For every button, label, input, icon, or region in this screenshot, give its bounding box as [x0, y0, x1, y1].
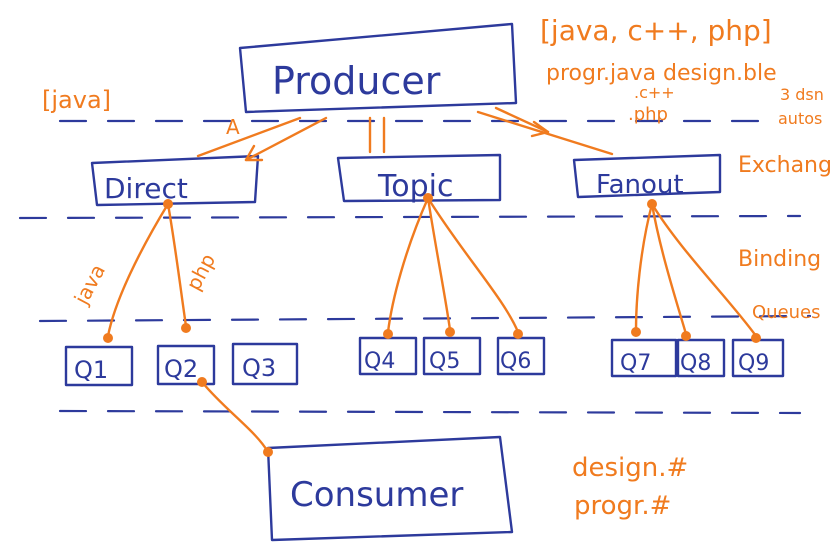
layer-label-exchanges: Exchanges	[738, 153, 831, 178]
queue-q5: Q5	[422, 336, 482, 376]
consumer-connection	[197, 377, 273, 457]
svg-text:Q1: Q1	[74, 356, 108, 384]
binding-lines	[103, 193, 761, 343]
binding-topic-q6	[426, 196, 520, 334]
fanout-label: Fanout	[596, 170, 684, 200]
queue-q8: Q8	[676, 338, 726, 378]
producer-to-direct-arrow	[244, 116, 328, 162]
queue-q9: Q9	[731, 338, 785, 378]
separator-bottom	[58, 409, 802, 415]
layer-labels: Exchanges Binding Queues	[738, 153, 831, 323]
producer-to-fanout-arrow	[494, 106, 550, 134]
binding-key-java: java	[69, 260, 110, 309]
consumer-keys-line-1: design.#	[572, 453, 688, 483]
direct-box	[90, 154, 260, 207]
producer-to-direct-line	[196, 116, 302, 158]
producer-node: Producer	[238, 22, 518, 114]
separator-queues	[38, 314, 812, 323]
consumer-box	[266, 435, 514, 542]
key-list-note: [java, c++, php]	[540, 14, 772, 47]
svg-text:Q9: Q9	[738, 351, 769, 376]
routing-keys-line-1: progr.java design.ble	[546, 61, 777, 86]
svg-text:Q4: Q4	[364, 349, 395, 374]
binding-fanout-q7	[634, 202, 654, 332]
consumer-label: Consumer	[290, 475, 463, 515]
fanout-box	[572, 153, 722, 199]
consumer-node: Consumer	[266, 435, 514, 542]
svg-text:Q7: Q7	[620, 351, 651, 376]
producer-box	[238, 22, 518, 114]
arrow-head-fanout	[530, 120, 550, 138]
routing-keys-line-3: .php	[628, 104, 668, 125]
topic-box	[336, 153, 502, 203]
exchange-topic: Topic	[336, 153, 502, 204]
q2-to-consumer-line	[200, 380, 270, 454]
producer-label: Producer	[272, 59, 441, 103]
queue-q2: Q2	[156, 344, 216, 386]
java-key-note: [java]	[42, 86, 111, 114]
binding-key-php: php	[181, 249, 220, 294]
producer-connections	[196, 106, 614, 162]
separator-exchanges	[18, 214, 802, 220]
svg-text:Q3: Q3	[242, 354, 276, 382]
svg-text:Q6: Q6	[500, 349, 531, 374]
annotations: [java] A [java, c++, php] progr.java des…	[42, 14, 824, 521]
exchange-fanout: Fanout	[572, 153, 722, 200]
queues: Q1 Q2 Q3 Q4 Q5 Q6 Q7 Q8	[64, 336, 785, 387]
right-note-2: autos	[778, 109, 822, 128]
binding-fanout-q8	[650, 202, 688, 336]
arrow-label-a: A	[226, 115, 240, 139]
svg-text:Q2: Q2	[164, 355, 198, 383]
queue-q7: Q7	[610, 338, 678, 378]
direct-label: Direct	[104, 172, 188, 205]
arrow-head-direct	[244, 144, 264, 162]
binding-direct-q1	[106, 202, 170, 338]
layer-label-queues: Queues	[752, 302, 821, 323]
layer-label-binding: Binding	[738, 247, 821, 272]
queue-q1: Q1	[64, 345, 134, 387]
queue-q6: Q6	[496, 336, 546, 376]
consumer-keys-line-2: progr.#	[574, 491, 671, 521]
svg-text:Q5: Q5	[429, 349, 460, 374]
queue-q3: Q3	[231, 342, 299, 386]
binding-topic-q4	[386, 196, 430, 334]
binding-fanout-q9	[650, 202, 758, 338]
queue-q4: Q4	[358, 336, 418, 376]
svg-text:Q8: Q8	[680, 351, 711, 376]
binding-topic-q5	[426, 196, 452, 332]
right-note-1: 3 dsn	[780, 85, 824, 104]
exchange-direct: Direct	[90, 154, 260, 207]
binding-direct-q2	[166, 202, 188, 328]
routing-keys-line-2: .c++	[634, 83, 675, 102]
topic-label: Topic	[377, 169, 453, 204]
